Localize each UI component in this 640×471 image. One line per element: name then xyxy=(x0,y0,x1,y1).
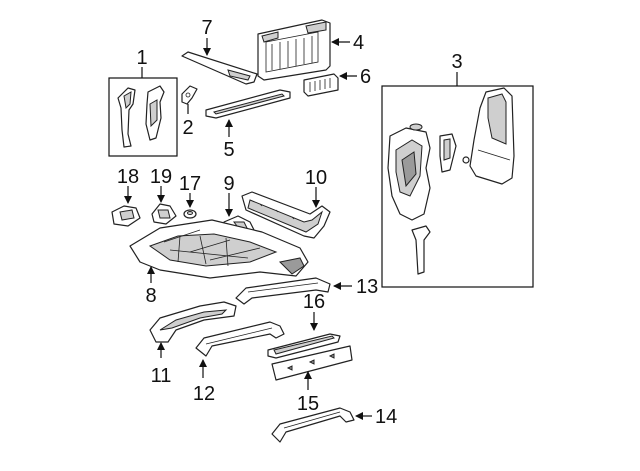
part-12-crossbar[interactable] xyxy=(195,321,285,378)
callout-4: 4 xyxy=(353,32,364,54)
callout-16: 16 xyxy=(303,291,325,313)
callout-3: 3 xyxy=(451,51,462,73)
part-2-bracket[interactable] xyxy=(181,85,198,114)
part-15-plate[interactable] xyxy=(271,345,353,390)
part-3-post xyxy=(411,225,431,275)
callout-17: 17 xyxy=(179,173,201,195)
part-18-block[interactable] xyxy=(111,186,141,227)
callout-18: 18 xyxy=(117,166,139,188)
part-4-back-panel[interactable] xyxy=(257,19,350,81)
part-19-block[interactable] xyxy=(151,186,177,225)
callout-7: 7 xyxy=(201,17,212,39)
callout-8: 8 xyxy=(145,285,156,307)
callout-9: 9 xyxy=(223,173,234,195)
part-1-box xyxy=(108,77,178,157)
part-5-sill[interactable] xyxy=(205,89,291,137)
part-3-bracket xyxy=(439,133,470,173)
part-1-group[interactable] xyxy=(108,67,178,157)
part-3-group[interactable] xyxy=(381,72,534,288)
part-8-floor-pan[interactable] xyxy=(129,219,309,283)
callout-10: 10 xyxy=(305,167,327,189)
part-13-rail[interactable] xyxy=(235,277,352,305)
part-16-strip[interactable] xyxy=(267,312,341,359)
callout-13: 13 xyxy=(356,276,378,298)
part-14-bar[interactable] xyxy=(271,407,372,443)
part-6-vent[interactable] xyxy=(303,72,357,97)
part-3-rear-panel xyxy=(469,87,515,185)
part-11-frame-rail[interactable] xyxy=(149,301,237,358)
part-3-quarter-panel xyxy=(387,123,431,221)
callout-6: 6 xyxy=(360,66,371,88)
callout-12: 12 xyxy=(193,383,215,405)
part-17-grommet[interactable] xyxy=(183,193,197,219)
part-1-pillar-left xyxy=(117,87,136,148)
callout-5: 5 xyxy=(223,139,234,161)
part-7-rail[interactable] xyxy=(181,38,258,85)
part-10-crossmember[interactable] xyxy=(241,187,331,239)
callout-14: 14 xyxy=(375,406,397,428)
callout-1: 1 xyxy=(136,47,147,69)
callout-11: 11 xyxy=(151,365,172,387)
callout-15: 15 xyxy=(297,393,319,415)
callout-2: 2 xyxy=(182,117,193,139)
part-1-pillar-right xyxy=(145,85,165,141)
callout-19: 19 xyxy=(150,166,172,188)
